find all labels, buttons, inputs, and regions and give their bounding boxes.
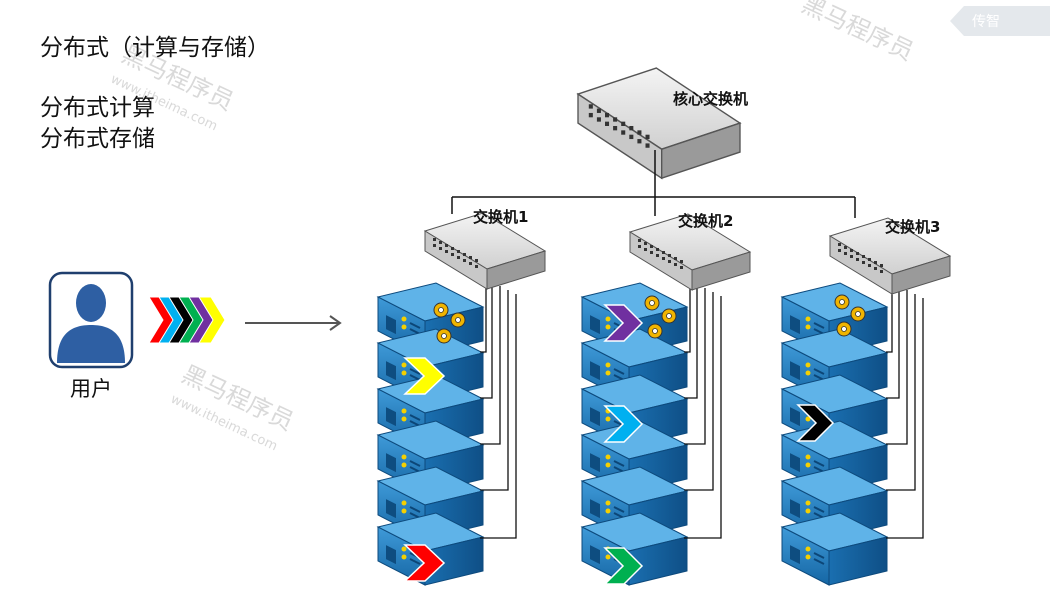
switch-1-links xyxy=(480,278,517,539)
bullet-distributed-computing: 分布式计算 xyxy=(40,95,155,121)
switch-2-links xyxy=(684,280,722,539)
server-rack-3 xyxy=(781,282,888,586)
switch-1-label: 交换机1 xyxy=(473,208,528,226)
task-chevron-black xyxy=(796,404,835,442)
task-queue xyxy=(148,296,226,344)
task-chevron-purple xyxy=(603,304,644,342)
user-label: 用户 xyxy=(70,377,112,401)
switch-2-label: 交换机2 xyxy=(678,212,733,230)
server-rack-1 xyxy=(377,282,484,586)
page-title: 分布式（计算与存储） xyxy=(40,35,270,61)
core-switch xyxy=(577,67,741,179)
switch-3-label: 交换机3 xyxy=(885,218,940,236)
task-chevron-red xyxy=(403,544,446,582)
brand-badge-text: 传智 xyxy=(972,14,1000,30)
avatar xyxy=(48,271,134,369)
task-chevron-cyan xyxy=(603,405,644,443)
switch-3-links xyxy=(886,282,924,539)
core-switch-label: 核心交换机 xyxy=(673,90,748,108)
task-chevron-green xyxy=(603,547,644,585)
bullet-distributed-storage: 分布式存储 xyxy=(40,126,155,152)
dispatch-arrow xyxy=(245,315,342,331)
task-chevron-yellow xyxy=(403,357,446,395)
brand-badge xyxy=(950,6,1050,36)
network-links xyxy=(451,150,856,218)
